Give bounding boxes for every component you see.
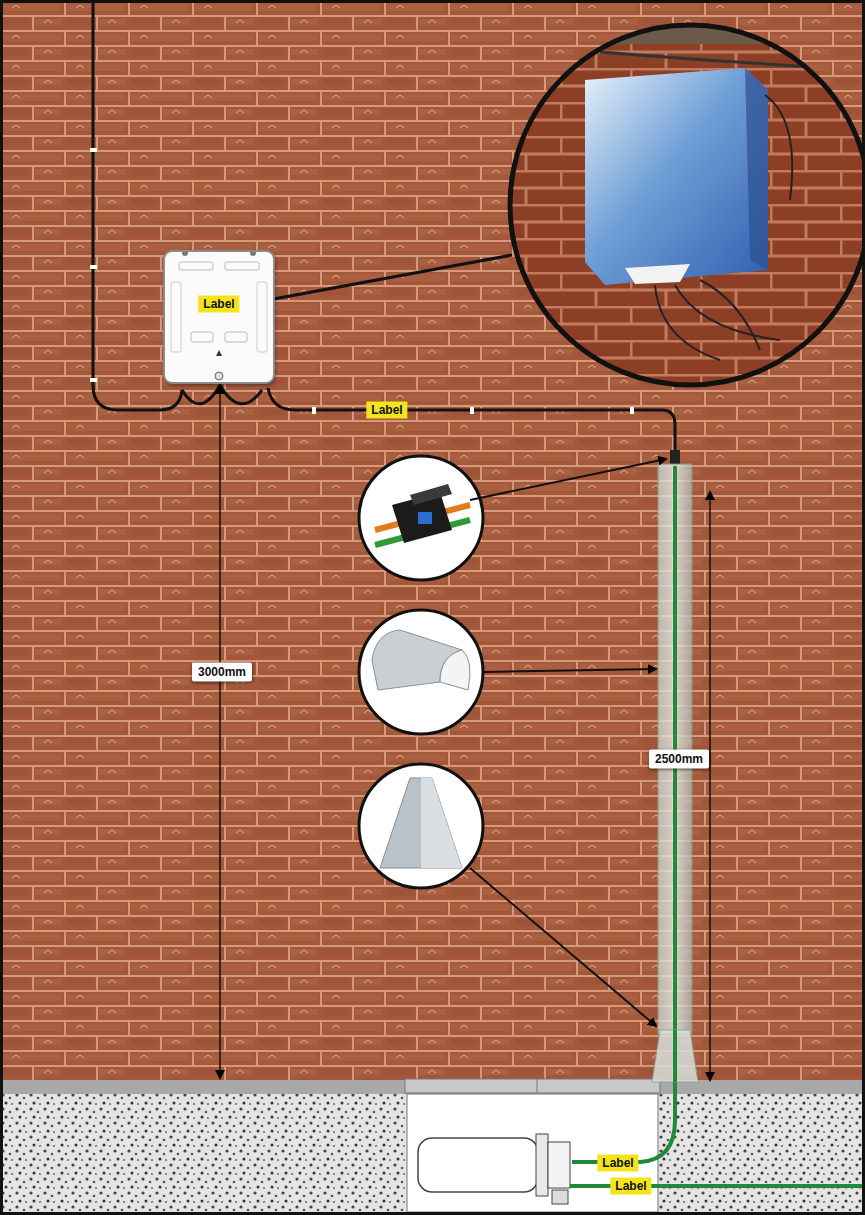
inset-boot-shade xyxy=(421,778,462,868)
enclosure-groove xyxy=(225,262,259,270)
dimension-label: 2500mm xyxy=(649,750,709,769)
photo-cable xyxy=(600,52,860,70)
enclosure-groove xyxy=(191,332,213,342)
cable-clip xyxy=(630,407,634,414)
photo-content xyxy=(505,20,865,390)
inset-frame xyxy=(359,610,483,734)
wall-surface xyxy=(0,0,865,1082)
label-tag: Label xyxy=(610,1178,651,1195)
detail-inset-boot xyxy=(359,764,483,888)
closure-collar xyxy=(536,1134,548,1196)
closure-port xyxy=(552,1190,568,1204)
chamber-lid xyxy=(405,1079,660,1093)
enclosure-label: Label xyxy=(198,296,239,313)
brick-wall xyxy=(0,0,865,1082)
photo-inset xyxy=(505,20,865,390)
photo-frame xyxy=(510,25,865,385)
green-cable xyxy=(673,1030,677,1082)
dimension-lines xyxy=(220,386,710,1080)
closure-base xyxy=(548,1142,570,1188)
enclosure-groove xyxy=(225,332,247,342)
inset-clip-lid xyxy=(410,484,452,505)
enclosure-groove xyxy=(257,282,267,352)
photo-bracket xyxy=(625,264,690,284)
enclosure-groove xyxy=(179,262,213,270)
dimension-label: 3000mm xyxy=(192,663,252,682)
guard-tube xyxy=(652,464,698,1082)
enclosure-groove xyxy=(171,282,181,352)
closure xyxy=(418,1134,570,1204)
cable-clip xyxy=(90,148,97,152)
label-tag: Label xyxy=(597,1155,638,1172)
gravel-fill xyxy=(0,1094,865,1215)
enclosure-lug xyxy=(182,252,188,256)
label-tag: Label xyxy=(366,402,407,419)
cable-joint xyxy=(670,450,680,464)
enclosure-detail xyxy=(165,252,273,382)
leader-arrow xyxy=(470,868,656,1026)
leader-arrow xyxy=(252,255,512,303)
drop-cable xyxy=(268,388,675,458)
guard-boot xyxy=(652,1030,698,1082)
leader-arrow xyxy=(484,669,656,672)
inset-frame xyxy=(359,764,483,888)
inset-channel-end xyxy=(440,650,470,690)
enclosure-box: Label xyxy=(163,250,275,384)
dimension-arrow xyxy=(219,386,221,1078)
ground xyxy=(0,1079,865,1215)
inset-frame xyxy=(359,456,483,580)
inset-boot xyxy=(380,778,462,868)
photo-enclosure xyxy=(585,68,768,285)
enclosure-mark xyxy=(216,350,222,356)
cable-loop xyxy=(182,385,262,404)
lid-split xyxy=(537,1079,538,1093)
ground-line xyxy=(0,1080,865,1094)
closure-body xyxy=(418,1138,538,1192)
cable-clip xyxy=(90,378,97,382)
cable-clip xyxy=(90,265,97,269)
inset-clip-insert xyxy=(418,512,432,524)
enclosure-lug xyxy=(250,252,256,256)
chamber xyxy=(407,1094,658,1212)
photo-enclosure-side xyxy=(745,68,768,270)
photo-beam xyxy=(505,28,865,44)
cable-clip xyxy=(470,407,474,414)
cables xyxy=(90,0,865,1186)
photo-cables xyxy=(765,95,792,200)
detail-inset-clip xyxy=(359,456,483,580)
leader-arrow xyxy=(470,459,666,500)
cable-clip xyxy=(312,407,316,414)
detail-inset-channel xyxy=(359,610,483,734)
photo-cables xyxy=(655,280,780,360)
photo-wall xyxy=(505,20,865,390)
dimension-arrow xyxy=(709,492,711,1080)
enclosure-screw xyxy=(215,372,223,380)
